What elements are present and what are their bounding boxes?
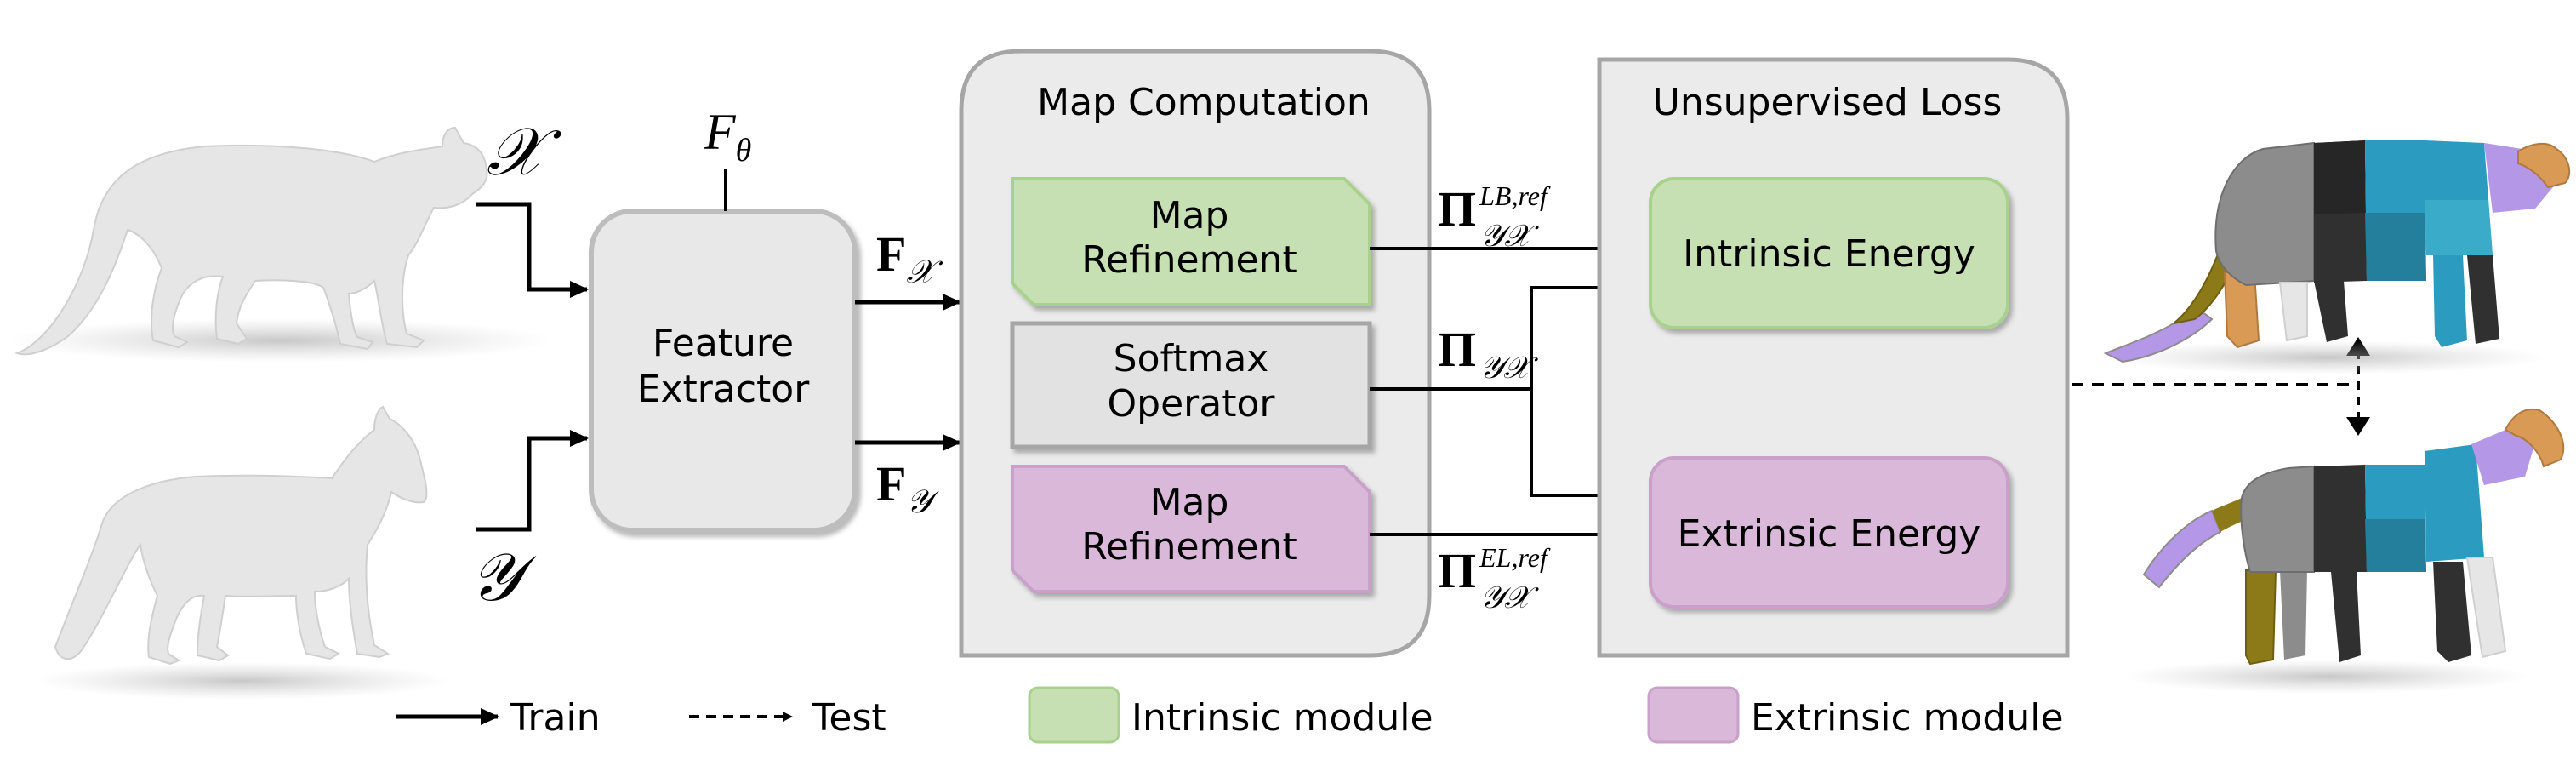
feature-y-label: F𝒴 <box>876 456 939 520</box>
arrow-x-to-extractor <box>476 202 589 298</box>
intrinsic-energy-label: Intrinsic Energy <box>1683 232 1975 276</box>
map-bottom-sub: 𝒴𝒳 <box>1480 580 1539 615</box>
unsupervised-loss-panel: Unsupervised Loss Intrinsic Energy Extri… <box>1597 57 2070 658</box>
legend-test-label: Test <box>812 696 886 740</box>
legend-intrinsic-swatch <box>1028 686 1120 744</box>
input-shape-y <box>34 405 451 700</box>
feature-x-label: F𝒳 <box>876 226 943 290</box>
map-refinement-intrinsic-line1: Map <box>1150 194 1229 237</box>
legend-train-label: Train <box>510 696 601 740</box>
map-computation-title: Map Computation <box>1037 81 1371 124</box>
legend-extrinsic-label: Extrinsic module <box>1751 696 2064 740</box>
feature-x-sub: 𝒳 <box>906 254 943 290</box>
softmax-line2: Operator <box>1108 382 1276 426</box>
softmax-line1: Softmax <box>1114 337 1269 380</box>
output-shape-x-segmented <box>2103 140 2571 374</box>
softmax-operator-block: Softmax Operator <box>1010 321 1372 449</box>
map-top-sup: LB,ref <box>1479 180 1551 211</box>
extractor-label-line2: Extractor <box>637 368 811 411</box>
intrinsic-energy-block: Intrinsic Energy <box>1649 177 2009 329</box>
map-bottom-main: Π <box>1438 543 1476 598</box>
extrinsic-energy-label: Extrinsic Energy <box>1678 512 1981 556</box>
map-refinement-extrinsic-block: Map Refinement <box>1011 465 1371 593</box>
input-x-label: 𝒳 <box>487 115 561 189</box>
unsupervised-loss-title: Unsupervised Loss <box>1653 81 2003 124</box>
feature-x-main: F <box>876 226 906 282</box>
feature-y-sub: 𝒴 <box>906 484 939 520</box>
map-refinement-extrinsic-line1: Map <box>1150 481 1229 524</box>
map-top-sub: 𝒴𝒳 <box>1480 219 1539 253</box>
feature-y-main: F <box>876 456 906 512</box>
output-shape-y-segmented <box>2123 409 2565 694</box>
extractor-param-label: Fθ <box>704 104 751 169</box>
map-computation-panel: Map Computation Map Refinement Softmax O… <box>959 49 1432 658</box>
extrinsic-energy-block: Extrinsic Energy <box>1649 456 2009 609</box>
map-refinement-intrinsic-line2: Refinement <box>1081 238 1297 282</box>
extractor-label-line1: Feature <box>653 322 794 365</box>
input-shape-x <box>9 126 553 363</box>
map-refinement-intrinsic-block: Map Refinement <box>1011 177 1371 306</box>
feature-extractor-block: Feature Extractor <box>589 209 858 533</box>
map-refinement-extrinsic-line2: Refinement <box>1081 525 1297 569</box>
test-arrowhead-down <box>2346 417 2370 436</box>
map-top-main: Π <box>1438 181 1476 237</box>
legend-intrinsic-label: Intrinsic module <box>1131 696 1433 740</box>
map-middle-main: Π <box>1438 322 1476 377</box>
extractor-param-sub: θ <box>736 133 752 169</box>
map-bottom-sup: EL,ref <box>1479 542 1551 573</box>
arrow-y-to-extractor <box>476 430 589 532</box>
map-middle-sub: 𝒴𝒳 <box>1479 351 1538 385</box>
extractor-param-main: F <box>704 104 737 160</box>
legend-extrinsic-swatch <box>1647 686 1740 744</box>
input-y-label: 𝒴 <box>470 540 537 615</box>
